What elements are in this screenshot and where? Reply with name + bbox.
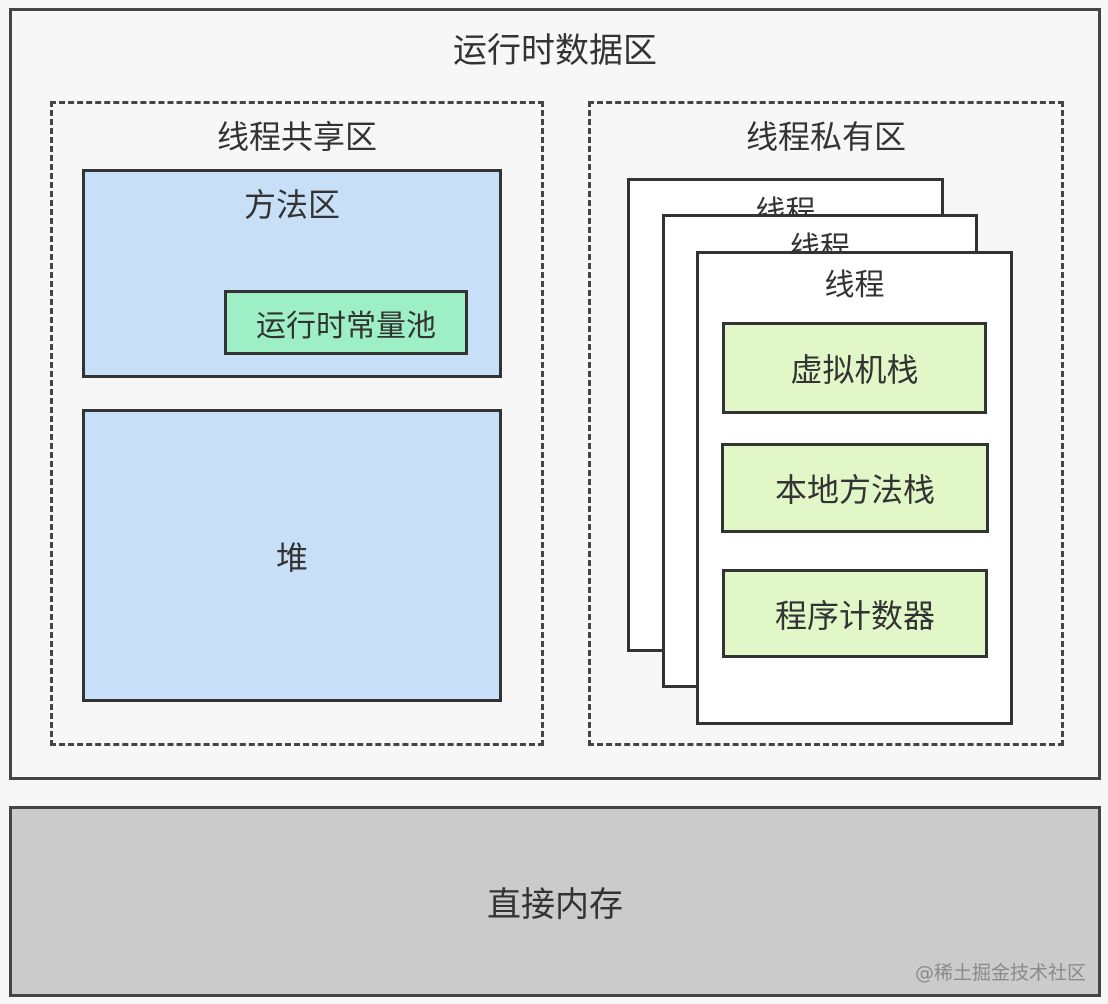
thread-shared-area: 线程共享区 bbox=[50, 101, 544, 746]
native-method-stack: 本地方法栈 bbox=[721, 443, 989, 533]
native-method-stack-label: 本地方法栈 bbox=[774, 471, 935, 509]
thread-label: 线程 bbox=[824, 268, 885, 303]
runtime-data-area-label: 运行时数据区 bbox=[453, 31, 657, 71]
vm-stack: 虚拟机栈 bbox=[722, 322, 987, 414]
heap-label: 堆 bbox=[275, 538, 308, 577]
runtime-constant-pool: 运行时常量池 bbox=[224, 290, 468, 355]
program-counter: 程序计数器 bbox=[722, 569, 988, 658]
runtime-constant-pool-label: 运行时常量池 bbox=[256, 308, 436, 344]
method-area-label: 方法区 bbox=[243, 186, 340, 224]
thread-private-area: 线程私有区 bbox=[588, 101, 1064, 746]
program-counter-label: 程序计数器 bbox=[774, 596, 935, 635]
direct-memory-label: 直接内存 bbox=[487, 885, 623, 925]
thread-private-area-label: 线程私有区 bbox=[745, 118, 906, 156]
heap: 堆 bbox=[82, 409, 502, 702]
vm-stack-label: 虚拟机栈 bbox=[790, 351, 919, 389]
thread-shared-area-label: 线程共享区 bbox=[216, 118, 377, 156]
direct-memory: 直接内存 bbox=[9, 806, 1101, 997]
watermark: @稀土掘金技术社区 bbox=[914, 962, 1086, 984]
